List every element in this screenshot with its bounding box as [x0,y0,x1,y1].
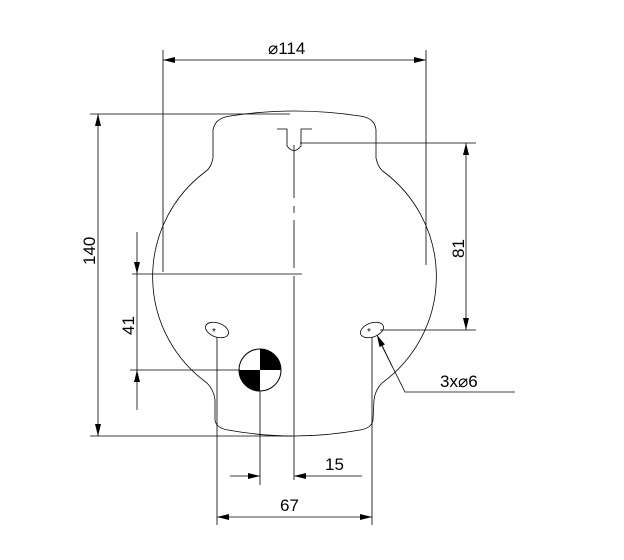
hole-icon: * [205,321,229,339]
svg-text:*: * [212,327,216,338]
svg-text:*: * [367,327,371,338]
bellow-outline [152,110,437,437]
dim-height: 140 [80,237,99,265]
dim-81: 81 [449,239,468,258]
hole-icon: * [360,321,384,339]
dim-diameter: ⌀114 [268,39,305,58]
t-slot-icon [277,128,312,151]
dim-15: 15 [325,455,344,474]
dim-41: 41 [119,316,138,335]
dim-67: 67 [280,496,299,515]
center-of-gravity-icon [238,348,282,392]
dim-holes: 3x⌀6 [440,372,478,391]
